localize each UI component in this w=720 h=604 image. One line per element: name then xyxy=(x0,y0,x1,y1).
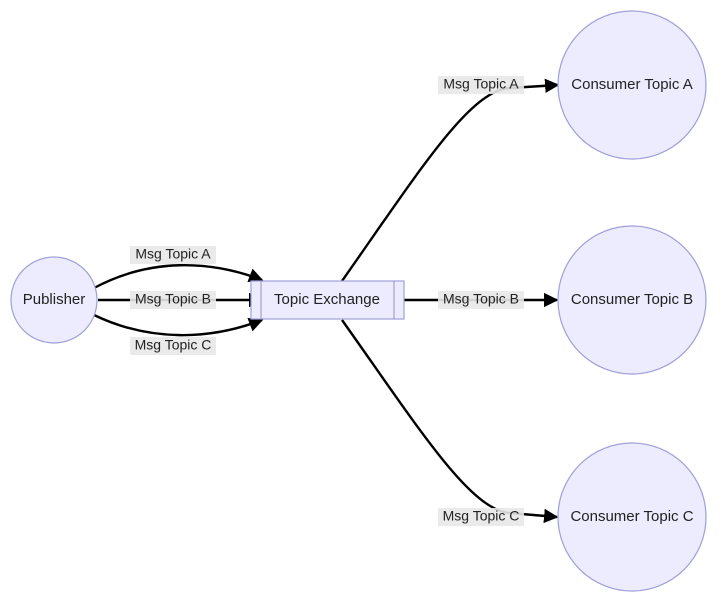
edge-publisher-to-exchange-topic-a xyxy=(93,264,264,290)
edge-label-publisher-topic-b: Msg Topic B xyxy=(130,291,216,309)
publisher-circle xyxy=(10,256,98,344)
node-publisher: Publisher xyxy=(10,256,98,344)
exchange-label: Topic Exchange xyxy=(274,291,380,308)
edge-exchange-to-consumer-a xyxy=(341,78,560,282)
consumer-a-label: Consumer Topic A xyxy=(571,76,692,93)
consumer-b-circle xyxy=(557,225,707,375)
svg-text:Msg Topic A: Msg Topic A xyxy=(443,76,519,92)
edge-label-consumer-topic-c: Msg Topic C xyxy=(438,508,524,526)
node-consumer-topic-b: Consumer Topic B xyxy=(557,225,707,375)
node-consumer-topic-c: Consumer Topic C xyxy=(557,442,707,592)
svg-text:Msg Topic C: Msg Topic C xyxy=(135,337,212,353)
node-topic-exchange: Topic Exchange xyxy=(250,280,405,320)
svg-text:Msg Topic C: Msg Topic C xyxy=(443,508,520,524)
node-consumer-topic-a: Consumer Topic A xyxy=(557,10,707,160)
exchange-rect xyxy=(250,280,405,320)
publisher-label: Publisher xyxy=(23,291,86,308)
edge-label-consumer-topic-a: Msg Topic A xyxy=(438,76,524,94)
edge-labels: Msg Topic A Msg Topic B Msg Topic C Msg … xyxy=(130,76,524,526)
consumer-c-label: Consumer Topic C xyxy=(570,508,693,525)
edge-label-consumer-topic-b: Msg Topic B xyxy=(438,291,524,309)
edge-label-publisher-topic-c: Msg Topic C xyxy=(130,337,216,355)
consumer-c-circle xyxy=(557,442,707,592)
edge-exchange-to-consumer-c xyxy=(341,319,559,524)
svg-text:Msg Topic B: Msg Topic B xyxy=(443,291,519,307)
svg-text:Msg Topic B: Msg Topic B xyxy=(135,291,211,307)
edge-publisher-to-exchange-topic-c xyxy=(93,313,264,337)
svg-text:Msg Topic A: Msg Topic A xyxy=(135,246,211,262)
consumer-b-label: Consumer Topic B xyxy=(571,291,693,308)
consumer-a-circle xyxy=(557,10,707,160)
edge-label-publisher-topic-a: Msg Topic A xyxy=(130,246,216,264)
